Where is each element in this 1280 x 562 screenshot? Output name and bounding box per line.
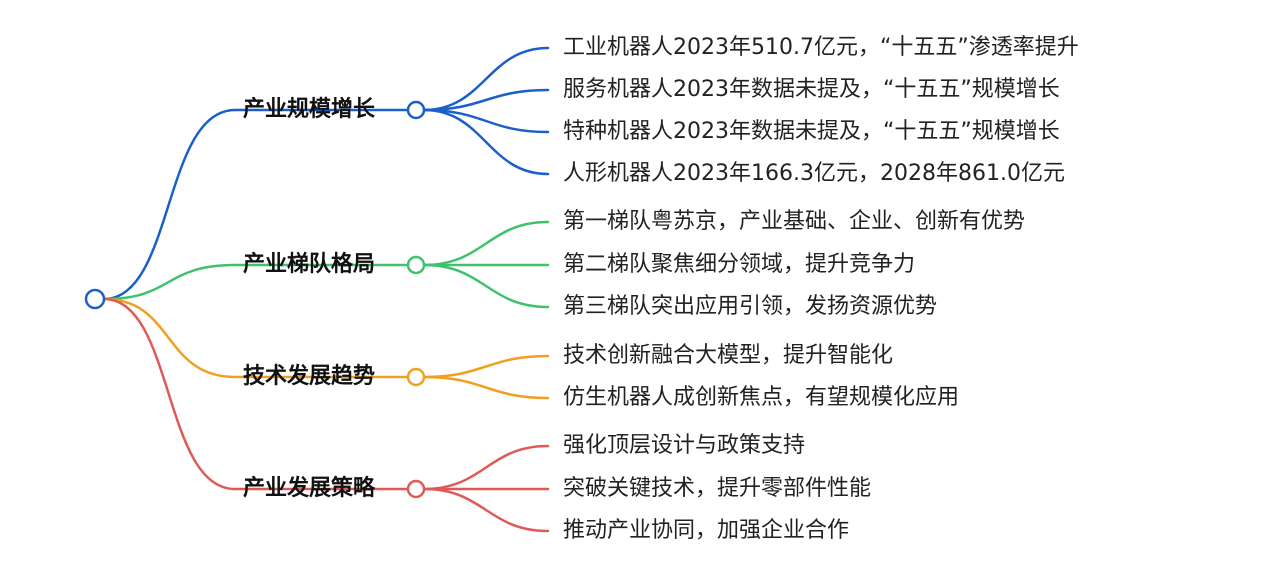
leaf-label: 推动产业协同，加强企业合作 xyxy=(563,518,850,543)
leaf-label: 服务机器人2023年数据未提及，“十五五”规模增长 xyxy=(563,77,1060,102)
branch-label-1: 产业规模增长 xyxy=(243,97,376,122)
branch-1-leaf-connector-2 xyxy=(422,88,550,112)
leaf-label: 人形机器人2023年166.3亿元，2028年861.0亿元 xyxy=(563,161,1065,186)
root-node[interactable] xyxy=(84,288,106,310)
branch-3-leaf-connector-1 xyxy=(422,354,550,379)
branch-label-3: 技术发展趋势 xyxy=(243,364,376,389)
root-to-branch-connector-3 xyxy=(102,297,237,379)
branch-1-leaf-connector-4 xyxy=(422,108,550,176)
root-to-branch-connector-4 xyxy=(102,297,237,491)
branch-2-leaf-connector-1 xyxy=(422,220,550,267)
leaf-label: 工业机器人2023年510.7亿元，“十五五”渗透率提升 xyxy=(563,35,1079,60)
root-to-branch-connector-2 xyxy=(102,263,237,301)
branch-2-leaf-connector-3 xyxy=(422,263,550,309)
leaf-label: 特种机器人2023年数据未提及，“十五五”规模增长 xyxy=(563,119,1060,144)
leaf-label: 强化顶层设计与政策支持 xyxy=(563,433,806,458)
leaf-label: 技术创新融合大模型，提升智能化 xyxy=(563,343,894,368)
branch-4-leaf-connector-3 xyxy=(422,487,550,533)
branch-node-3[interactable] xyxy=(406,367,426,387)
branch-node-2[interactable] xyxy=(406,255,426,275)
branch-node-1[interactable] xyxy=(406,100,426,120)
branch-label-2: 产业梯队格局 xyxy=(243,252,376,277)
branch-node-4[interactable] xyxy=(406,479,426,499)
branch-1-leaf-connector-3 xyxy=(422,108,550,134)
branch-label-4: 产业发展策略 xyxy=(243,476,376,501)
leaf-label: 第一梯队粤苏京，产业基础、企业、创新有优势 xyxy=(563,209,1026,234)
branch-1-leaf-connector-1 xyxy=(422,46,550,112)
leaf-label: 突破关键技术，提升零部件性能 xyxy=(563,476,872,501)
leaf-label: 第三梯队突出应用引领，发扬资源优势 xyxy=(563,294,938,319)
branch-4-leaf-connector-1 xyxy=(422,444,550,491)
branch-3-leaf-connector-2 xyxy=(422,375,550,400)
root-to-branch-connector-1 xyxy=(102,108,237,301)
leaf-label: 仿生机器人成创新焦点，有望规模化应用 xyxy=(563,385,960,410)
leaf-label: 第二梯队聚焦细分领域，提升竞争力 xyxy=(563,252,916,277)
